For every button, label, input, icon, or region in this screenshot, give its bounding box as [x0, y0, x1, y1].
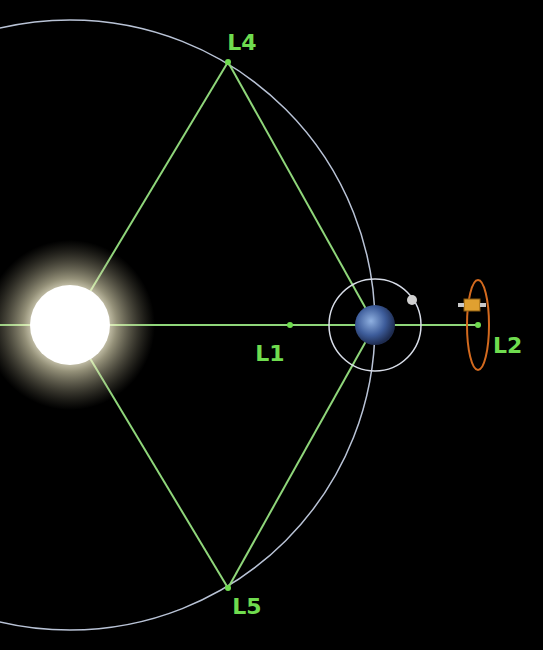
earth — [355, 305, 395, 345]
l4-earth-line — [228, 62, 375, 325]
sun — [30, 285, 110, 365]
lagrange-point-label: L2 — [493, 335, 522, 357]
l4-point — [225, 59, 231, 65]
lagrange-point-label: L4 — [227, 32, 256, 54]
lagrange-point-label: L5 — [232, 596, 261, 618]
l5-earth-line — [228, 325, 375, 588]
lagrange-point-label: L1 — [255, 343, 284, 365]
l2-point — [475, 322, 481, 328]
sun-glow — [0, 240, 155, 410]
moon — [407, 295, 417, 305]
l1-point — [287, 322, 293, 328]
spacecraft — [458, 299, 486, 311]
moon-orbit — [329, 279, 421, 371]
l5-point — [225, 585, 231, 591]
halo-orbit — [467, 280, 489, 370]
